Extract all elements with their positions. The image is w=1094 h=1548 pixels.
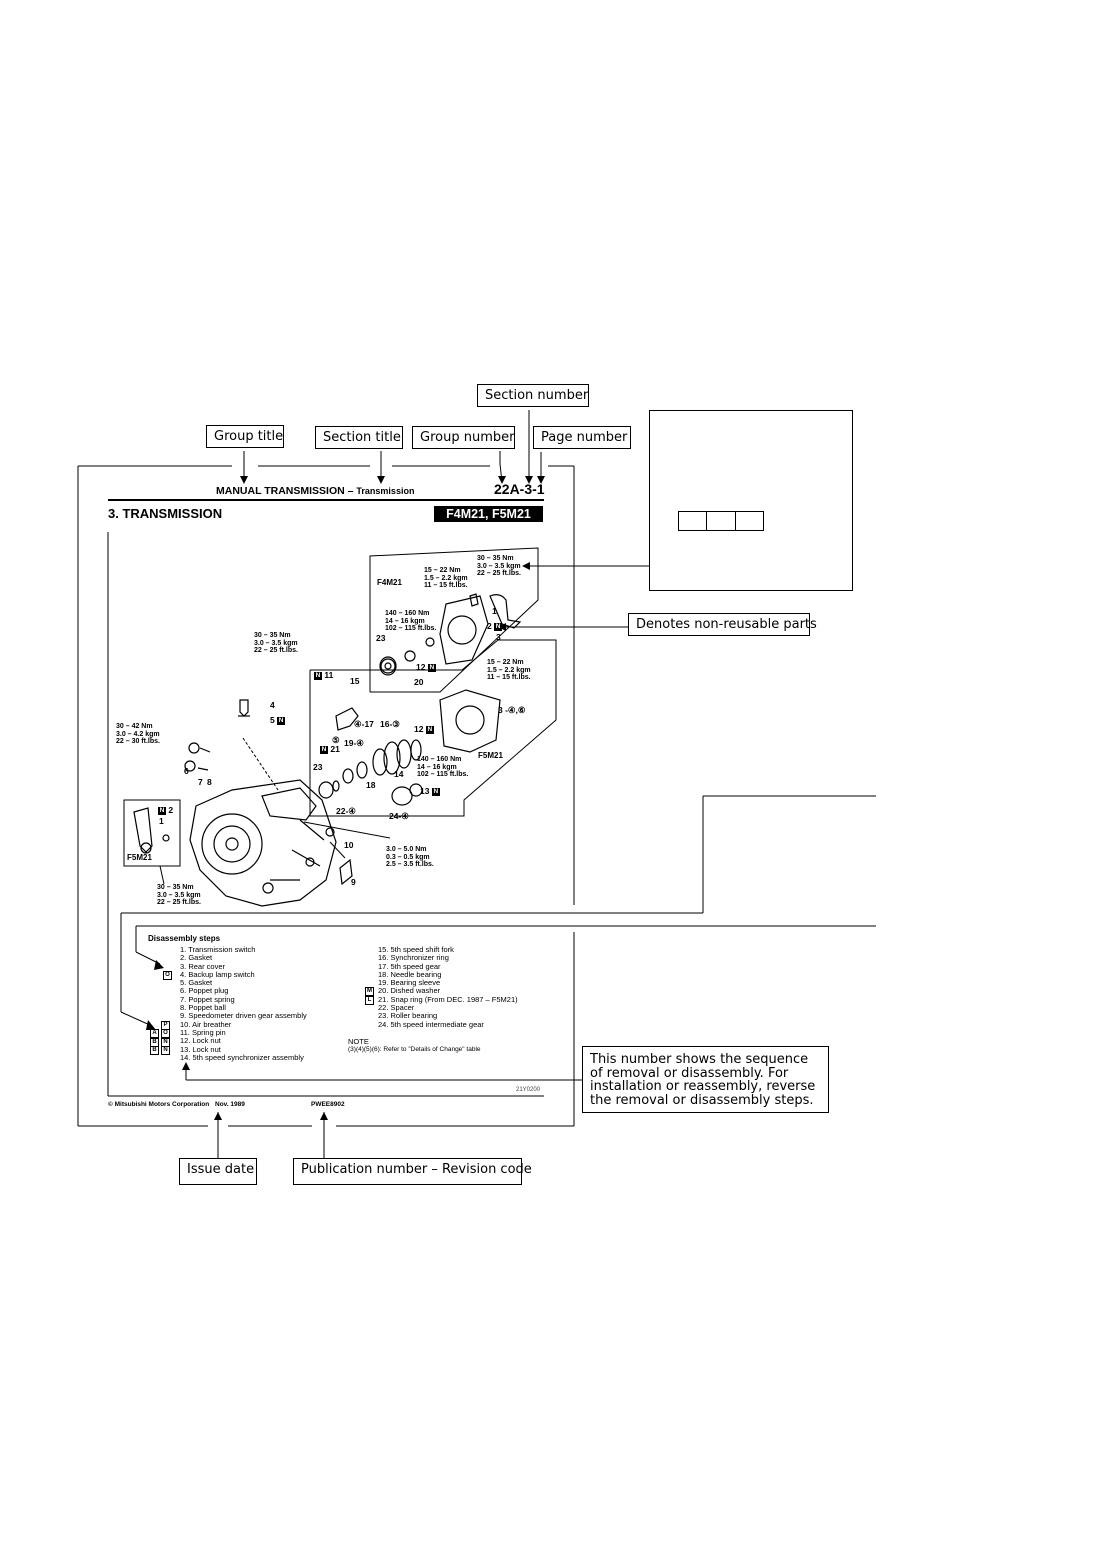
steps-left-list: 1. Transmission switch 2. Gasket 3. Rear…	[180, 945, 307, 1062]
section-heading: 3. TRANSMISSION	[108, 506, 223, 521]
issue-date-callout: Issue date	[179, 1158, 257, 1185]
part-number: 24-④	[389, 811, 409, 821]
step-marker: O	[163, 963, 172, 981]
part-number: 23	[376, 633, 386, 643]
list-item: 2. Gasket	[180, 953, 213, 963]
torque-spec: 30 – 42 Nm 3.0 – 4.2 kgm 22 – 30 ft.lbs.	[116, 723, 160, 745]
part-number: 22-④	[336, 806, 356, 816]
header-section-title: Transmission	[356, 486, 415, 496]
part-number: N 21	[320, 744, 340, 754]
part-number: 23	[313, 762, 323, 772]
list-item: 8. Poppet ball	[180, 1003, 226, 1013]
group-number-callout: Group number	[412, 426, 515, 449]
group-title-callout: Group title	[206, 425, 284, 448]
model-badge: F4M21, F5M21	[434, 506, 543, 522]
copyright-text: © Mitsubishi Motors Corporation	[108, 1101, 210, 1108]
revision-box	[649, 410, 853, 591]
note-text: (3)(4)(5)(6): Refer to "Details of Chang…	[348, 1046, 481, 1053]
part-number: 4	[270, 700, 275, 710]
list-item: 16. Synchronizer ring	[378, 953, 449, 963]
part-number: 3	[496, 632, 501, 642]
part-number: 3 -④,⑥	[498, 705, 526, 715]
part-number: ④-17	[354, 719, 374, 729]
list-item: 5. Gasket	[180, 978, 213, 988]
note-title: NOTE	[348, 1037, 369, 1046]
part-number: 5 N	[270, 715, 286, 725]
part-number: 15	[350, 676, 360, 686]
page-header-title: MANUAL TRANSMISSION – Transmission	[216, 485, 414, 497]
part-number: 16-③	[380, 719, 400, 729]
steps-title: Disassembly steps	[148, 934, 221, 943]
part-number: 14	[394, 769, 404, 779]
part-number: 20	[414, 677, 424, 687]
header-dash: –	[347, 485, 354, 497]
sequence-note-callout: This number shows the sequence of remova…	[582, 1046, 829, 1113]
list-item: 6. Poppet plug	[180, 986, 229, 996]
list-item: 1. Transmission switch	[180, 945, 256, 954]
list-item: 20. Dished washer	[378, 986, 441, 996]
part-number: 6	[184, 766, 189, 776]
part-number: 1	[159, 816, 164, 826]
list-item: 4. Backup lamp switch	[180, 969, 255, 979]
list-item: 21. Snap ring (From DEC. 1987 – F5M21)	[378, 994, 518, 1004]
list-item: 3. Rear cover	[180, 961, 226, 971]
issue-date-text: Nov. 1989	[215, 1101, 245, 1108]
section-number-callout: Section number	[477, 384, 589, 407]
part-number: 12 N	[414, 724, 434, 734]
part-number: 7	[198, 777, 203, 787]
list-item: 9. Speedometer driven gear assembly	[180, 1011, 307, 1021]
torque-spec: 3.0 – 5.0 Nm 0.3 – 0.5 kgm 2.5 – 3.5 ft.…	[386, 846, 434, 868]
list-item: 13. Lock nut	[180, 1044, 221, 1054]
f4m21-label: F4M21	[377, 578, 402, 587]
part-number: 12 N	[416, 662, 436, 672]
torque-spec: 140 – 160 Nm 14 – 16 kgm 102 – 115 ft.lb…	[385, 610, 437, 632]
list-item: 22. Spacer	[378, 1003, 415, 1013]
part-number: 13 N	[420, 786, 440, 796]
publication-number-callout: Publication number – Revision code	[293, 1158, 532, 1185]
part-number: 2 N	[487, 621, 503, 631]
torque-spec: 15 – 22 Nm 1.5 – 2.2 kgm 11 – 15 ft.lbs.	[487, 659, 531, 681]
torque-spec: 15 – 22 Nm 1.5 – 2.2 kgm 11 – 15 ft.lbs.	[424, 567, 468, 589]
header-group-title: MANUAL TRANSMISSION	[216, 485, 345, 497]
torque-spec: 140 – 160 Nm 14 – 16 kgm 102 – 115 ft.lb…	[417, 756, 469, 778]
list-item: 18. Needle bearing	[378, 969, 442, 979]
revision-mini-table	[678, 511, 764, 531]
f5m21-inset-label: F5M21	[127, 853, 152, 862]
part-number: 8	[207, 777, 212, 787]
list-item: 23. Roller bearing	[378, 1011, 438, 1021]
page-number-callout: Page number	[533, 426, 631, 449]
steps-right-list: 15. 5th speed shift fork 16. Synchronize…	[378, 945, 518, 1029]
list-item: 10. Air breather	[180, 1019, 232, 1029]
torque-spec: 30 – 35 Nm 3.0 – 3.5 kgm 22 – 25 ft.lbs.	[157, 884, 201, 906]
figure-code: 21Y0200	[516, 1087, 541, 1093]
part-number: N 11	[314, 670, 334, 680]
torque-spec: 30 – 35 Nm 3.0 – 3.5 kgm 22 – 25 ft.lbs.	[477, 555, 521, 577]
torque-spec: 30 – 35 Nm 3.0 – 3.5 kgm 22 – 25 ft.lbs.	[254, 632, 298, 654]
part-number: 18	[366, 780, 376, 790]
part-number: 1	[492, 606, 497, 616]
section-title-callout: Section title	[315, 426, 403, 449]
list-item: 12. Lock nut	[180, 1036, 221, 1046]
f5m21-label: F5M21	[478, 751, 503, 760]
list-item: 7. Poppet spring	[180, 994, 235, 1004]
page-code: 22A-3-1	[494, 481, 545, 497]
part-number: 19-④	[344, 738, 364, 748]
non-reusable-callout: Denotes non-reusable parts	[628, 613, 817, 636]
list-item: 14. 5th speed synchronizer assembly	[180, 1052, 304, 1062]
part-number: N 2	[158, 805, 174, 815]
list-item: 24. 5th speed intermediate gear	[378, 1019, 484, 1029]
list-item: 19. Bearing sleeve	[378, 978, 441, 988]
part-number: 10	[344, 840, 354, 850]
list-item: 11. Spring pin	[180, 1027, 226, 1037]
part-number: 9	[351, 877, 356, 887]
part-number: ⑤	[332, 735, 340, 745]
list-item: 17. 5th speed gear	[378, 961, 441, 971]
footer-publication: PWEE8902	[311, 1101, 345, 1108]
footer-copyright: © Mitsubishi Motors Corporation Nov. 198…	[108, 1101, 245, 1108]
list-item: 15. 5th speed shift fork	[378, 945, 454, 954]
